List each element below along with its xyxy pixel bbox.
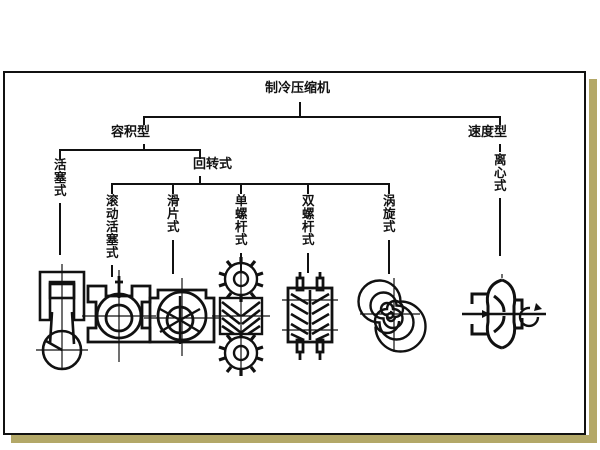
frame-shadow-right	[589, 79, 597, 443]
diagram-frame	[3, 71, 586, 435]
connector-scroll-to-figure	[388, 240, 390, 274]
rolling-piston-diagram	[80, 268, 158, 364]
connector-sliding-vane-to-figure	[172, 240, 174, 274]
reciprocating-piston-diagram	[26, 262, 98, 372]
connector-drop-piston	[59, 149, 61, 159]
connector-rotary-stem	[199, 176, 201, 184]
twin-screw-diagram	[280, 268, 340, 364]
level1-label-volumetric: 容积型	[111, 125, 151, 140]
connector-piston-to-figure	[59, 203, 61, 255]
connector-level2-bar-volumetric	[59, 149, 201, 151]
centrifugal-diagram	[458, 272, 550, 356]
connector-drop-twin-screw	[307, 183, 309, 194]
connector-centrifugal-to-figure	[499, 198, 501, 256]
level2-label-piston: 活塞式	[51, 158, 67, 197]
scroll-diagram	[357, 276, 427, 354]
connector-twin-screw-to-figure	[307, 253, 309, 273]
connector-drop-velocity	[499, 116, 501, 125]
level3-label-sliding-vane: 滑片式	[164, 194, 180, 233]
level2-label-centrifugal: 离心式	[491, 153, 507, 192]
connector-drop-rolling-piston	[111, 183, 113, 194]
level1-label-velocity: 速度型	[468, 125, 508, 140]
frame-shadow-bottom	[11, 435, 597, 443]
connector-volumetric-stem	[143, 144, 145, 150]
connector-drop-sliding-vane	[172, 183, 174, 194]
level3-label-rolling-piston: 滚动活塞式	[103, 194, 119, 259]
connector-velocity-stem	[499, 144, 501, 152]
connector-rolling-piston-to-figure	[111, 265, 113, 277]
single-screw-diagram	[210, 257, 272, 376]
connector-drop-single-screw	[240, 183, 242, 194]
level3-label-single-screw: 单螺杆式	[232, 194, 248, 246]
level3-label-scroll: 涡旋式	[380, 194, 396, 233]
level3-label-twin-screw: 双螺杆式	[299, 194, 315, 246]
connector-drop-volumetric	[143, 116, 145, 125]
connector-drop-scroll	[388, 183, 390, 194]
root-label-refrigeration-compressor: 制冷压缩机	[265, 81, 331, 96]
connector-drop-rotary	[199, 149, 201, 159]
connector-level1-bar	[143, 116, 501, 118]
level2-label-rotary: 回转式	[193, 157, 233, 172]
connector-level3-bar	[111, 183, 389, 185]
connector-root-stem	[299, 102, 301, 117]
sliding-vane-diagram	[142, 276, 222, 358]
